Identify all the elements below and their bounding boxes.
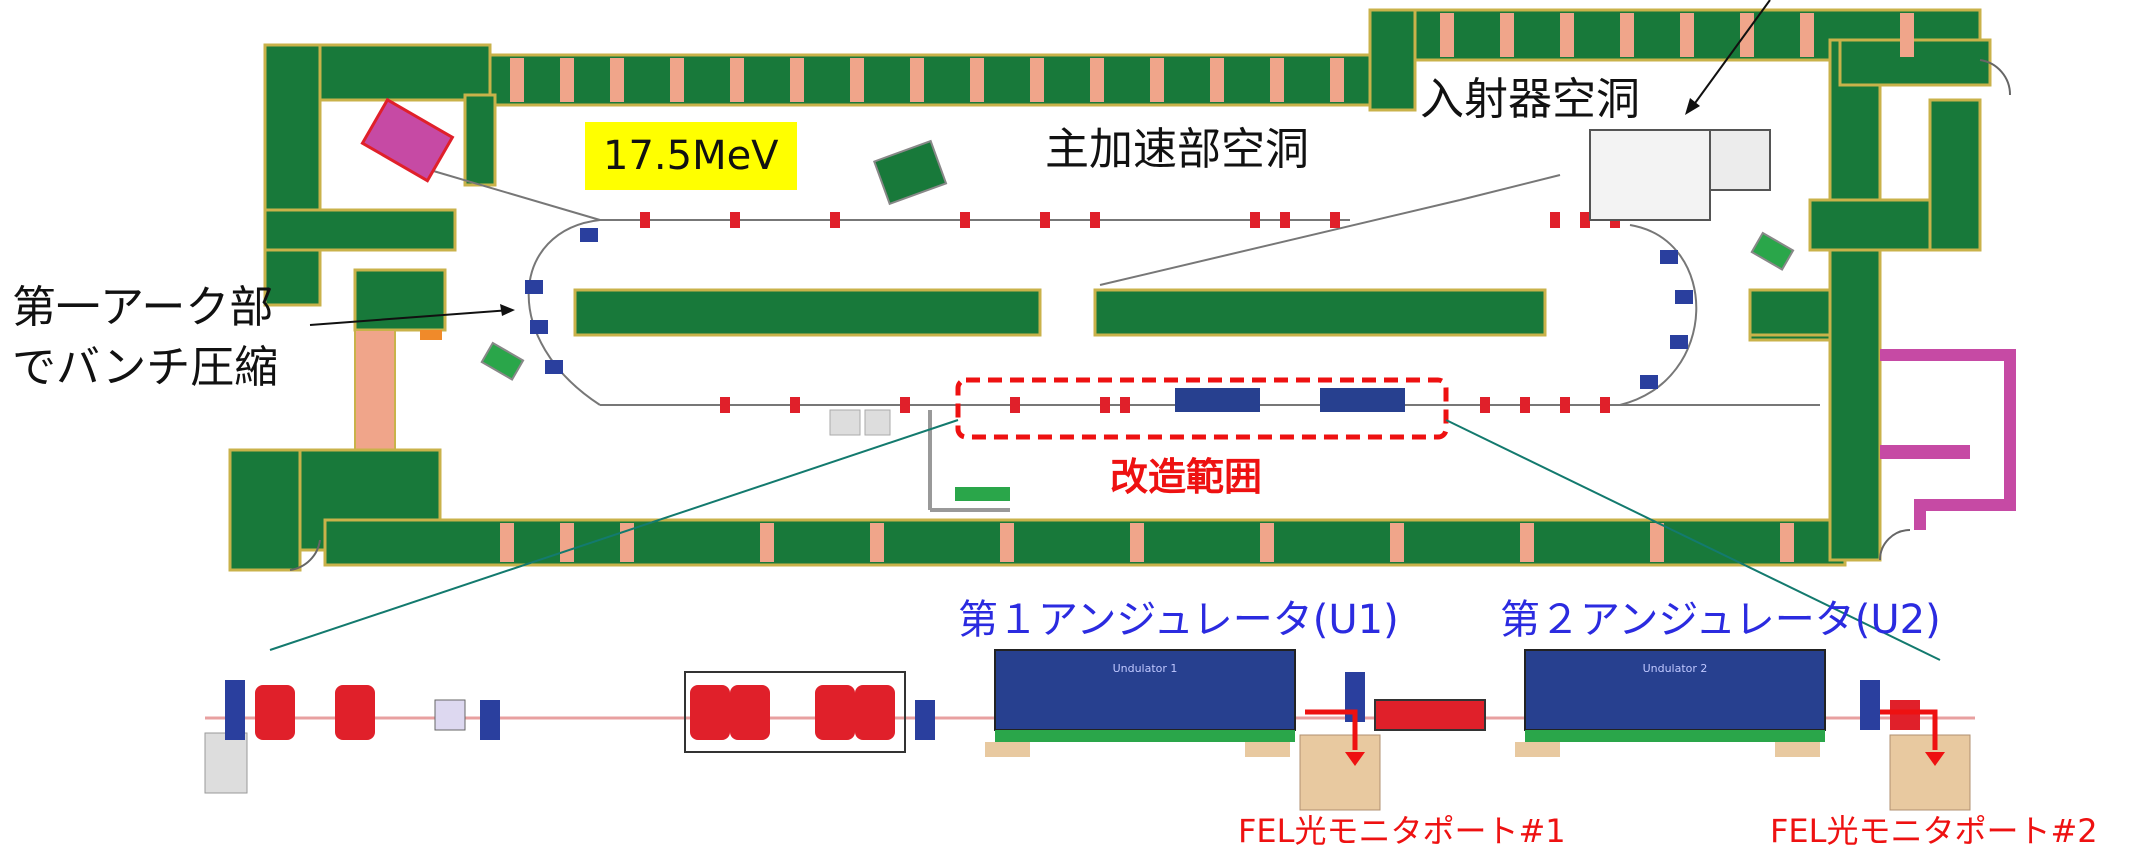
small-green-left: [480, 341, 525, 381]
arc1-pointer: [309, 309, 511, 326]
door-bottom-right: [1879, 529, 1911, 561]
top-right-block: [1368, 8, 1417, 112]
monitor-arrow-1-head: [1345, 752, 1365, 766]
ring-undulator-1: [1175, 388, 1260, 412]
monitor2-label: FEL光モニタポート#2: [1770, 812, 2098, 850]
injector-pointer-head: [1685, 98, 1700, 115]
left-ledge: [263, 208, 457, 252]
zoom-line-right: [1445, 419, 1941, 661]
monitor-port-1-box: [1299, 734, 1381, 811]
arc1-label-line1: 第一アーク部: [12, 282, 274, 333]
inner-shield-far-right: [1748, 288, 1832, 337]
cavity-box: [873, 139, 948, 206]
detail-undulator-2: [1524, 649, 1826, 731]
modification-area-box: [955, 377, 1449, 440]
right-wall-top: [1838, 38, 1992, 87]
arc1-pointer-head: [500, 304, 515, 316]
monitor-arrow-2-head: [1925, 752, 1945, 766]
main-cavity-label: 主加速部空洞: [1045, 124, 1309, 175]
return-duct: [1880, 349, 2016, 530]
undulator-1-plate: Undulator 1: [1113, 662, 1178, 675]
ring-undulator-2: [1320, 388, 1405, 412]
undulator-2-plate: Undulator 2: [1643, 662, 1708, 675]
zoom-line-left: [269, 419, 959, 651]
injector-pointer: [1689, 0, 1771, 111]
injector-equipment: [1589, 129, 1711, 221]
arc-equipment: [360, 97, 455, 183]
grey-block-left: [829, 409, 861, 436]
left-wall-foot: [228, 448, 302, 572]
lower-magnets: [720, 397, 1610, 413]
inner-shield-left: [573, 288, 1042, 337]
left-inner-wall: [463, 93, 497, 187]
right-wall: [1828, 38, 1882, 562]
left-wall-upper: [263, 43, 322, 307]
left-column: [354, 329, 396, 451]
detail-grey-block: [204, 732, 248, 794]
monitor1-label: FEL光モニタポート#1: [1238, 812, 1566, 850]
arc-magnets: [525, 228, 1693, 389]
monitor-arrow-2: [1880, 709, 1938, 750]
bottom-wall: [323, 518, 1847, 567]
door-bottom-left: [289, 539, 321, 571]
undulator1-label: 第１アンジュレータ(U1): [958, 597, 1399, 643]
injector-equipment-2: [1709, 129, 1771, 191]
inner-shield-right: [1093, 288, 1547, 337]
arc1-label-line2: でバンチ圧縮: [12, 342, 279, 393]
grey-block-right: [864, 409, 891, 436]
green-bar: [955, 487, 1010, 501]
right-step-2: [1928, 98, 1982, 252]
shielding-walls: [228, 8, 2012, 572]
orange-tag: [420, 330, 442, 340]
injector-cavity-label: 入射器空洞: [1420, 74, 1640, 125]
monitor-arrow-1: [1305, 709, 1358, 750]
top-wall-gaps: [510, 13, 1914, 102]
detail-beamline: [204, 649, 1975, 811]
small-green-right: [1750, 231, 1795, 271]
return-duct-spur: [1880, 445, 1970, 459]
monitor-port-2-box: [1889, 734, 1971, 811]
energy-label: 17.5MeV: [585, 122, 797, 190]
modification-area-label: 改造範囲: [1110, 455, 1263, 499]
door-top-right: [1979, 59, 2012, 96]
detail-undulator-1: [994, 649, 1296, 731]
undulator2-label: 第２アンジュレータ(U2): [1500, 597, 1941, 643]
